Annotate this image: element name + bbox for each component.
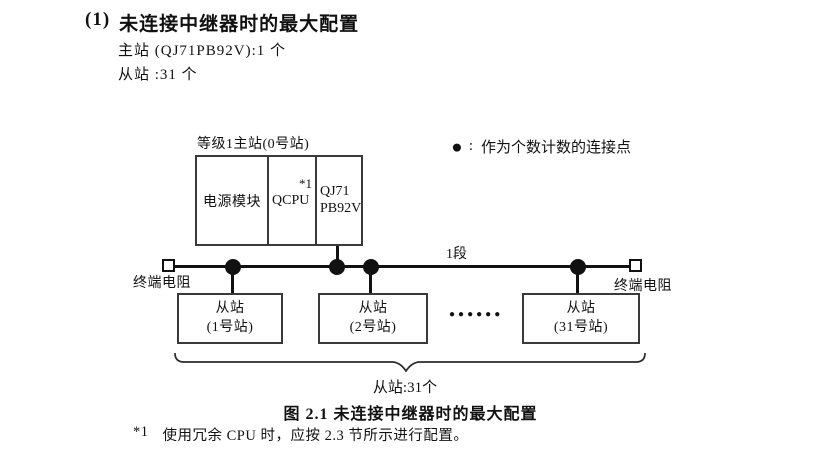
section-heading: (1) 未连接中继器时的最大配置 xyxy=(85,9,359,36)
bus-line xyxy=(174,265,633,268)
section-title: 未连接中继器时的最大配置 xyxy=(119,14,360,35)
slave-station-box-1: 从站 (1号站) xyxy=(177,293,283,344)
legend-colon: : xyxy=(468,138,474,154)
section-number: (1) xyxy=(85,9,111,30)
connection-dot xyxy=(329,259,345,275)
slave-count-line: 从站 :31 个 xyxy=(118,67,198,83)
power-module-cell: 电源模块 xyxy=(203,194,261,210)
terminator-left-label: 终端电阻 xyxy=(133,276,191,291)
segment-label: 1段 xyxy=(446,247,467,262)
slave-name: 从站 xyxy=(215,300,245,316)
slave-name: 从站 xyxy=(566,300,596,316)
module-name-line2: PB92V xyxy=(320,200,362,216)
slave-name: 从站 xyxy=(358,300,388,316)
legend: ● : 作为个数计数的连接点 xyxy=(451,135,632,158)
slave3-drop-line xyxy=(576,266,579,293)
ellipsis-dots: ●●●●●● xyxy=(449,309,504,320)
cpu-footnote-mark: *1 xyxy=(299,176,312,191)
terminator-left xyxy=(162,259,175,272)
slave-station-number: (1号站) xyxy=(206,319,254,335)
slave-range-brace xyxy=(174,352,646,373)
footnote-text: 使用冗余 CPU 时，应按 2.3 节所示进行配置。 xyxy=(162,428,469,444)
slave-station-number: (2号站) xyxy=(349,319,397,335)
footnote: *1 使用冗余 CPU 时，应按 2.3 节所示进行配置。 xyxy=(133,424,468,445)
slave-station-number: (31号站) xyxy=(553,319,609,335)
footnote-marker: *1 xyxy=(133,424,149,440)
slave-station-box-2: 从站 (2号站) xyxy=(318,293,428,344)
connection-point-icon: ● xyxy=(451,135,463,158)
slave-station-box-3: 从站 (31号站) xyxy=(522,293,640,344)
cpu-cell: *1 QCPU xyxy=(267,157,315,244)
master-drop-line xyxy=(336,246,339,267)
slave1-drop-line xyxy=(231,266,234,293)
figure-caption: 图 2.1 未连接中继器时的最大配置 xyxy=(283,406,538,423)
cpu-label: QCPU xyxy=(272,193,310,208)
pb92v-module-cell: QJ71 PB92V xyxy=(315,157,361,244)
master-count-line: 主站 (QJ71PB92V):1 个 xyxy=(118,43,287,59)
brace-label: 从站:31个 xyxy=(372,380,438,396)
terminator-right xyxy=(629,259,642,272)
legend-text: 作为个数计数的连接点 xyxy=(481,140,632,156)
slave2-drop-line xyxy=(369,266,372,293)
master-station-label: 等级1主站(0号站) xyxy=(197,137,310,152)
terminator-right-label: 终端电阻 xyxy=(614,279,672,294)
master-station-box: 电源模块 *1 QCPU QJ71 PB92V xyxy=(195,155,363,246)
module-name-line1: QJ71 xyxy=(320,184,350,200)
